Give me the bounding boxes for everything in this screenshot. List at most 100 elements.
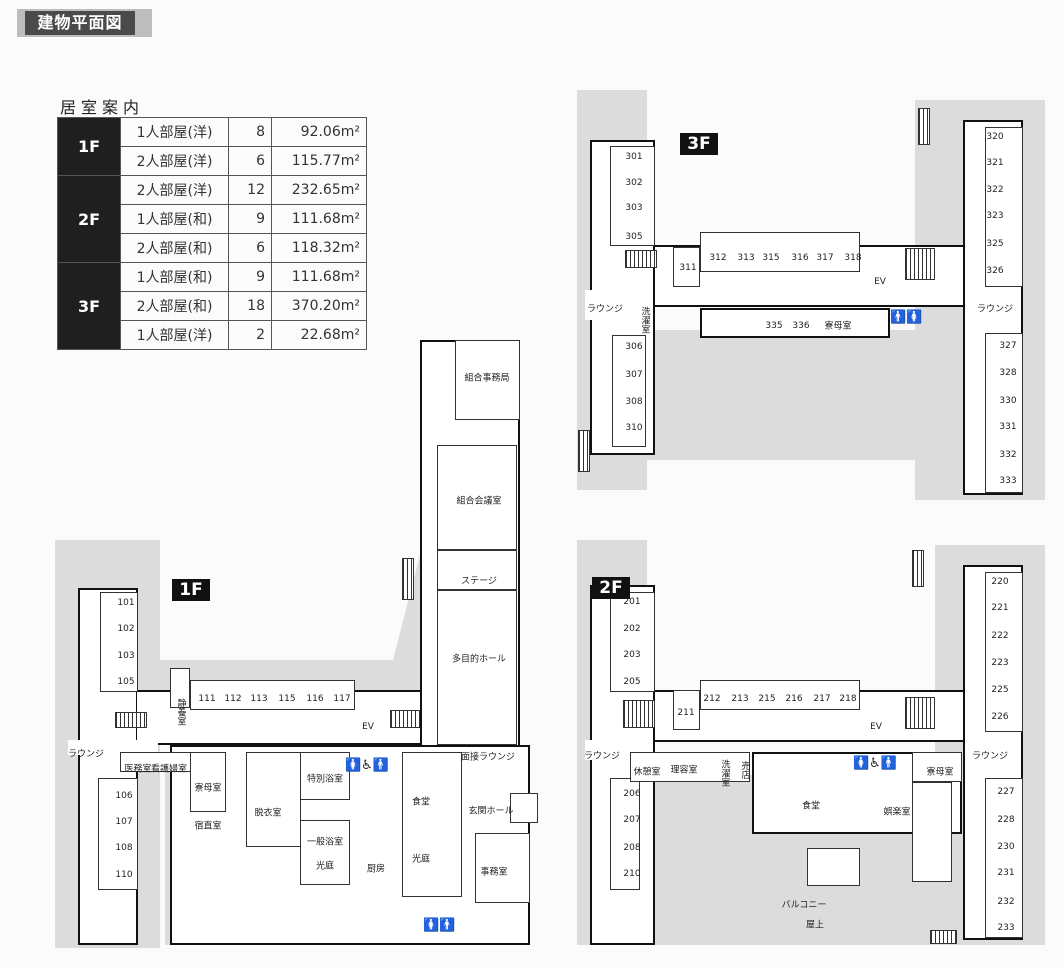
room-number-label: 231: [997, 868, 1015, 878]
room-number-label: 218: [839, 694, 857, 704]
area-label: 理容室: [670, 765, 698, 776]
room-number-label: 317: [816, 253, 834, 263]
area-label: 玄関ホール: [468, 806, 514, 817]
room-number-label: 331: [999, 422, 1017, 432]
room-number-label: 323: [986, 211, 1004, 221]
room-count-cell: 18: [228, 291, 272, 321]
room-number-label: 202: [623, 624, 641, 634]
room-number-label: 213: [731, 694, 749, 704]
room-area-cell: 111.68m²: [271, 204, 367, 234]
room-area-cell: 370.20m²: [271, 291, 367, 321]
area-label: 光庭: [411, 854, 431, 865]
floor-cell: 2F: [57, 175, 121, 263]
room-number-label: 228: [997, 815, 1015, 825]
room-number-label: 217: [813, 694, 831, 704]
room-number-label: 318: [844, 253, 862, 263]
area-label: 屋上: [805, 920, 825, 931]
room-type-cell: 2人部屋(洋): [120, 146, 229, 176]
floor-cell: 3F: [57, 262, 121, 350]
room-number-label: 215: [758, 694, 776, 704]
area-label: ラウンジ: [583, 751, 621, 762]
room-number-label: 308: [625, 397, 643, 407]
room-area-cell: 115.77m²: [271, 146, 367, 176]
area-label: 多目的ホール: [451, 654, 507, 665]
room-number-label: 306: [625, 342, 643, 352]
area-label: ラウンジ: [67, 749, 105, 760]
room-number-label: 101: [117, 598, 135, 608]
room-count-cell: 2: [228, 320, 272, 350]
area-label: バルコニー: [781, 900, 827, 911]
area-label: 寮母室: [194, 783, 222, 794]
area-label: 静養室: [175, 698, 186, 726]
room-number-label: 106: [115, 791, 133, 801]
room-number-label: 207: [623, 815, 641, 825]
room-number-label: 321: [986, 158, 1004, 168]
room-type-cell: 2人部屋(和): [120, 291, 229, 321]
room-number-label: 302: [625, 178, 643, 188]
page-title: 建物平面図: [17, 9, 152, 37]
room-number-label: 232: [997, 897, 1015, 907]
room-number-label: 335: [765, 321, 783, 331]
room-number-label: 111: [198, 694, 216, 704]
room-table-caption: 居室案内: [60, 98, 145, 117]
room-number-label: 233: [997, 923, 1015, 933]
floor-2-badge: 2F: [592, 577, 630, 599]
area-label: 売店: [739, 761, 750, 779]
room-number-label: 230: [997, 842, 1015, 852]
room-number-label: 301: [625, 152, 643, 162]
area-label: 脱衣室: [254, 808, 282, 819]
room-count-cell: 8: [228, 117, 272, 147]
room-number-label: 333: [999, 476, 1017, 486]
room-type-cell: 2人部屋(洋): [120, 175, 229, 205]
room-number-label: 206: [623, 789, 641, 799]
room-area-cell: 118.32m²: [271, 233, 367, 263]
room-area-cell: 92.06m²: [271, 117, 367, 147]
area-label: 一般浴室: [306, 837, 344, 848]
room-number-label: 216: [785, 694, 803, 704]
room-number-label: 221: [991, 603, 1009, 613]
room-number-label: 327: [999, 341, 1017, 351]
area-label: 寮母室: [926, 767, 954, 778]
room-number-label: 336: [792, 321, 810, 331]
room-type-cell: 1人部屋(和): [120, 204, 229, 234]
room-number-label: 303: [625, 203, 643, 213]
area-label: 洗濯室: [639, 306, 650, 334]
floor-1-badge: 1F: [172, 579, 210, 601]
room-number-label: 117: [333, 694, 351, 704]
area-label: ステージ: [461, 576, 497, 587]
room-count-cell: 6: [228, 233, 272, 263]
room-number-label: 316: [791, 253, 809, 263]
area-label: EV: [874, 277, 886, 287]
room-type-cell: 1人部屋(洋): [120, 117, 229, 147]
room-number-label: 326: [986, 266, 1004, 276]
room-number-label: 115: [278, 694, 296, 704]
room-number-label: 222: [991, 631, 1009, 641]
room-number-label: 320: [986, 132, 1004, 142]
room-number-label: 208: [623, 843, 641, 853]
restroom-icon: 🚹🚺: [890, 310, 923, 325]
room-area-cell: 232.65m²: [271, 175, 367, 205]
room-type-cell: 1人部屋(洋): [120, 320, 229, 350]
room-number-label: 201: [623, 597, 641, 607]
area-label: 休憩室: [633, 767, 661, 778]
room-count-cell: 9: [228, 204, 272, 234]
area-label: EV: [870, 722, 882, 732]
area-label: 寮母室: [824, 321, 852, 332]
area-label: ラウンジ: [976, 304, 1014, 315]
room-count-cell: 6: [228, 146, 272, 176]
room-number-label: 313: [737, 253, 755, 263]
restroom-icon: 🚺♿🚹: [345, 758, 390, 773]
room-number-label: 203: [623, 650, 641, 660]
room-number-label: 325: [986, 239, 1004, 249]
room-number-label: 211: [677, 708, 695, 718]
room-type-cell: 1人部屋(和): [120, 262, 229, 292]
room-number-label: 102: [117, 624, 135, 634]
area-label: 組合事務局: [464, 373, 510, 384]
room-number-label: 220: [991, 577, 1009, 587]
room-number-label: 226: [991, 712, 1009, 722]
